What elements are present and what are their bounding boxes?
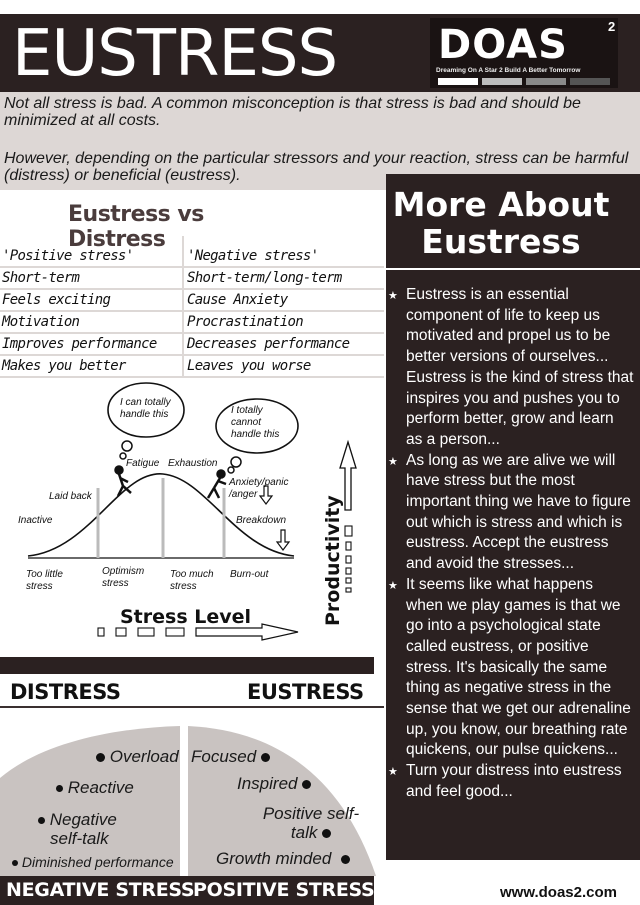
too-little-label: Too little stress: [26, 569, 63, 592]
divider: [386, 268, 640, 270]
positive-stress-label: POSITIVE STRESS: [193, 879, 375, 901]
eustress-item: Positive self-talk: [262, 804, 360, 842]
eustress-item: Focused: [191, 747, 270, 766]
logo-superscript: 2: [608, 19, 616, 34]
laid-back-label: Laid back: [49, 491, 92, 502]
divider: [0, 706, 384, 708]
distress-heading: DISTRESS: [10, 680, 121, 704]
exhaustion-label: Exhaustion: [168, 458, 218, 469]
distress-half: [0, 726, 180, 876]
eustress-item: Growth minded: [216, 849, 350, 868]
optimism-label: Optimism stress: [102, 566, 145, 589]
fatigue-label: Fatigue: [126, 458, 160, 469]
logo-color-bars: [438, 78, 610, 85]
bubble-right-text: I totally cannot handle this: [231, 405, 280, 440]
y-axis-label: Productivity: [322, 495, 344, 626]
table-row: Improves performance Decreases performan…: [0, 334, 384, 356]
table-row: Makes you better Leaves you worse: [0, 356, 384, 378]
list-item: ★Eustress is an essential component of l…: [388, 286, 634, 448]
table-row: Feels exciting Cause Anxiety: [0, 290, 384, 312]
anxiety-label: Anxiety/panic /anger: [229, 477, 289, 500]
right-arrow-icon: [195, 623, 299, 641]
negative-stress-label: NEGATIVE STRESS: [6, 879, 195, 901]
bullet-icon: [38, 817, 45, 825]
table-row: Motivation Procrastination: [0, 312, 384, 334]
bullet-icon: [12, 860, 18, 867]
bullet-icon: [260, 753, 270, 763]
too-much-label: Too much stress: [170, 569, 214, 592]
logo-tagline: Dreaming On A Star 2 Build A Better Tomo…: [436, 67, 581, 74]
eustress-item: Inspired: [237, 774, 312, 793]
bullet-icon: [302, 780, 312, 790]
bullet-icon: [56, 785, 63, 793]
bottom-bar: [0, 876, 374, 905]
running-figure-icon: [206, 469, 227, 499]
star-icon: ★: [388, 290, 398, 302]
section-divider: [0, 657, 374, 674]
list-item: ★It seems like what happens when we play…: [388, 575, 631, 759]
intro-paragraph-2: However, depending on the particular str…: [4, 150, 629, 184]
running-figure-icon: [114, 465, 132, 497]
intro-paragraph-1: Not all stress is bad. A common misconce…: [4, 95, 581, 129]
burnout-label: Burn-out: [230, 569, 269, 580]
semicircle-graphic: [0, 726, 376, 876]
eustress-half: [188, 726, 376, 876]
logo-text: DOAS: [438, 22, 568, 68]
down-arrow-icon: [258, 485, 274, 505]
distress-item: Diminished performance: [12, 853, 174, 872]
more-about-list: ★Eustress is an essential component of l…: [388, 285, 634, 803]
distress-item: Negative self-talk: [34, 810, 144, 848]
bullet-icon: [322, 829, 332, 839]
x-axis-label: Stress Level: [120, 606, 252, 628]
doas-logo: [430, 18, 618, 88]
list-item: ★As long as we are alive we will have st…: [388, 451, 631, 573]
more-about-panel: [386, 174, 640, 860]
stress-curve-diagram: [27, 382, 357, 641]
page-title: EUSTRESS: [12, 17, 338, 91]
comparison-title: Eustress vs Distress: [68, 202, 204, 252]
table-row: 'Positive stress' 'Negative stress': [0, 246, 384, 268]
breakdown-label: Breakdown: [236, 515, 287, 526]
bubble-left-text: I can totally handle this: [120, 397, 171, 420]
intro-band: [0, 92, 640, 190]
thought-bubble-right: [215, 398, 299, 454]
list-item: ★Turn your distress into eustress and fe…: [388, 762, 622, 800]
distress-item: Overload: [96, 747, 179, 766]
distress-item: Reactive: [56, 778, 134, 797]
table-divider: [182, 236, 184, 376]
website-link[interactable]: www.doas2.com: [500, 884, 617, 901]
star-icon: ★: [388, 579, 398, 592]
bullet-icon: [96, 753, 105, 763]
down-arrow-icon: [275, 529, 291, 551]
more-about-title: More About Eustress: [392, 185, 610, 261]
stress-curve: [27, 473, 295, 557]
thought-bubble-left: [107, 382, 185, 438]
star-icon: ★: [388, 455, 398, 468]
table-row: Short-term Short-term/long-term: [0, 268, 384, 290]
bullet-icon: [340, 855, 350, 865]
eustress-heading: EUSTRESS: [247, 680, 364, 704]
up-arrow-icon: [339, 439, 357, 511]
star-icon: ★: [388, 766, 398, 779]
inactive-label: Inactive: [18, 515, 53, 526]
